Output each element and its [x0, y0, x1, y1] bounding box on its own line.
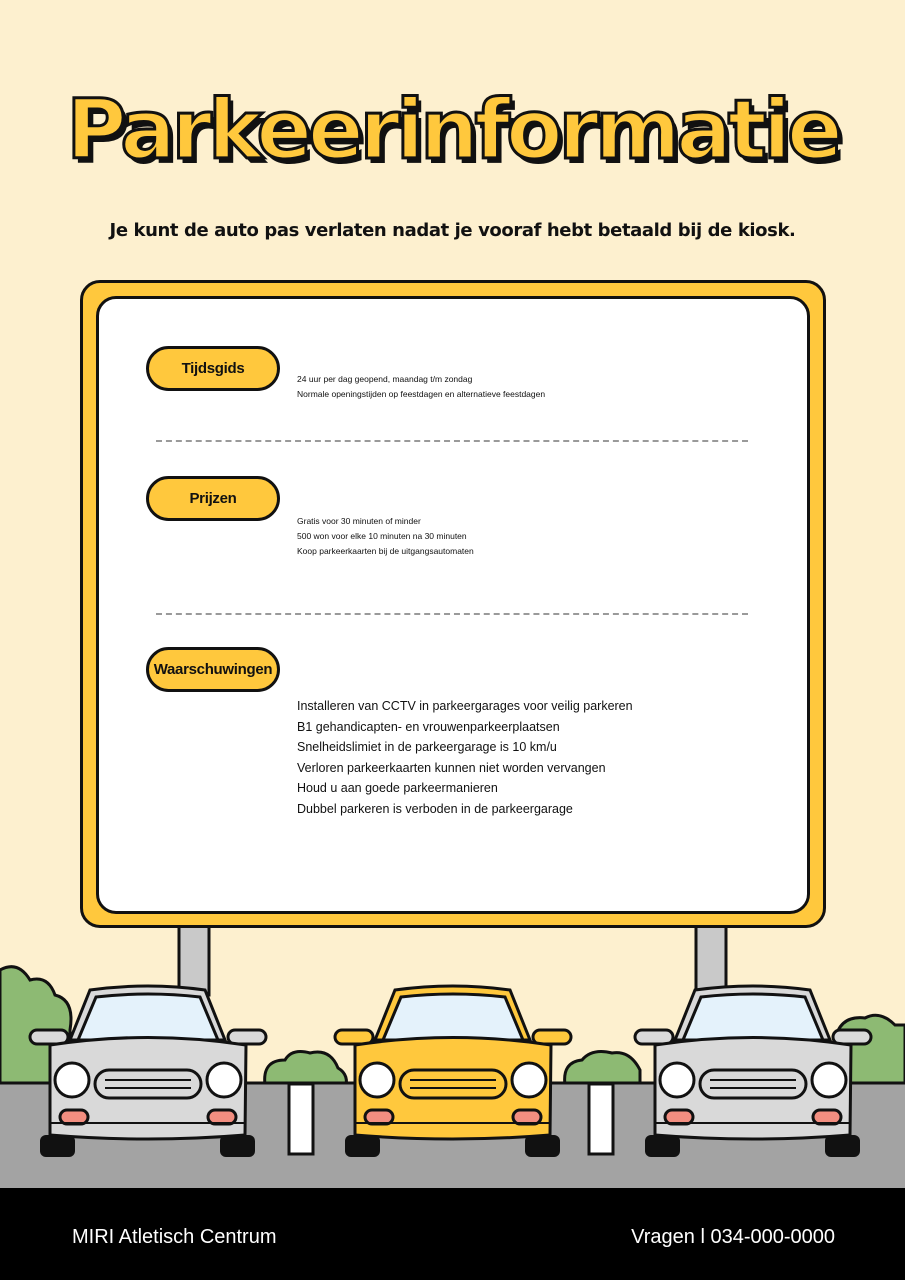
dashed-divider: [156, 440, 748, 442]
text-line: Houd u aan goede parkeermanieren: [297, 781, 498, 796]
page-subtitle: Je kunt de auto pas verlaten nadat je vo…: [109, 220, 796, 241]
page-title: Parkeerinformatie: [65, 81, 844, 179]
text-line: Snelheidslimiet in de parkeergarage is 1…: [297, 740, 557, 755]
sign-board-panel: [96, 296, 810, 914]
text-line: 500 won voor elke 10 minuten na 30 minut…: [297, 531, 467, 541]
text-line: Koop parkeerkaarten bij de uitgangsautom…: [297, 546, 474, 556]
section-label-prijzen: Prijzen: [146, 476, 280, 521]
bollard: [587, 1082, 615, 1156]
car-right: [633, 984, 873, 1157]
text-line: Normale openingstijden op feestdagen en …: [297, 389, 546, 399]
text-line: Installeren van CCTV in parkeergarages v…: [297, 699, 633, 713]
bollard: [287, 1082, 315, 1156]
section-label-waarschuwingen: Waarschuwingen: [146, 647, 280, 692]
text-line: Gratis voor 30 minuten of minder: [297, 516, 421, 526]
text-line: 24 uur per dag geopend, maandag t/m zond…: [297, 374, 473, 384]
parking-lot-illustration: [0, 965, 905, 1190]
bush-center-right: [563, 1050, 642, 1092]
section-waarschuwingen-text: Installeren van CCTV in parkeergarages v…: [297, 696, 633, 820]
bush-center-left: [263, 1050, 348, 1092]
section-prijzen-text: Gratis voor 30 minuten of minder 500 won…: [297, 514, 474, 559]
footer-contact: Vragen l 034-000-0000: [631, 1226, 835, 1248]
footer-bar: [0, 1188, 905, 1280]
section-label-tijdsgids: Tijdsgids: [146, 346, 280, 391]
text-line: Verloren parkeerkaarten kunnen niet word…: [297, 760, 606, 775]
text-line: B1 gehandicapten- en vrouwenparkeerplaat…: [297, 719, 560, 734]
text-line: Dubbel parkeren is verboden in de parkee…: [297, 801, 573, 816]
car-left: [28, 984, 268, 1157]
dashed-divider: [156, 613, 748, 615]
section-tijdsgids-text: 24 uur per dag geopend, maandag t/m zond…: [297, 372, 545, 402]
car-center: [333, 984, 573, 1157]
footer-organization: MIRI Atletisch Centrum: [72, 1226, 277, 1248]
